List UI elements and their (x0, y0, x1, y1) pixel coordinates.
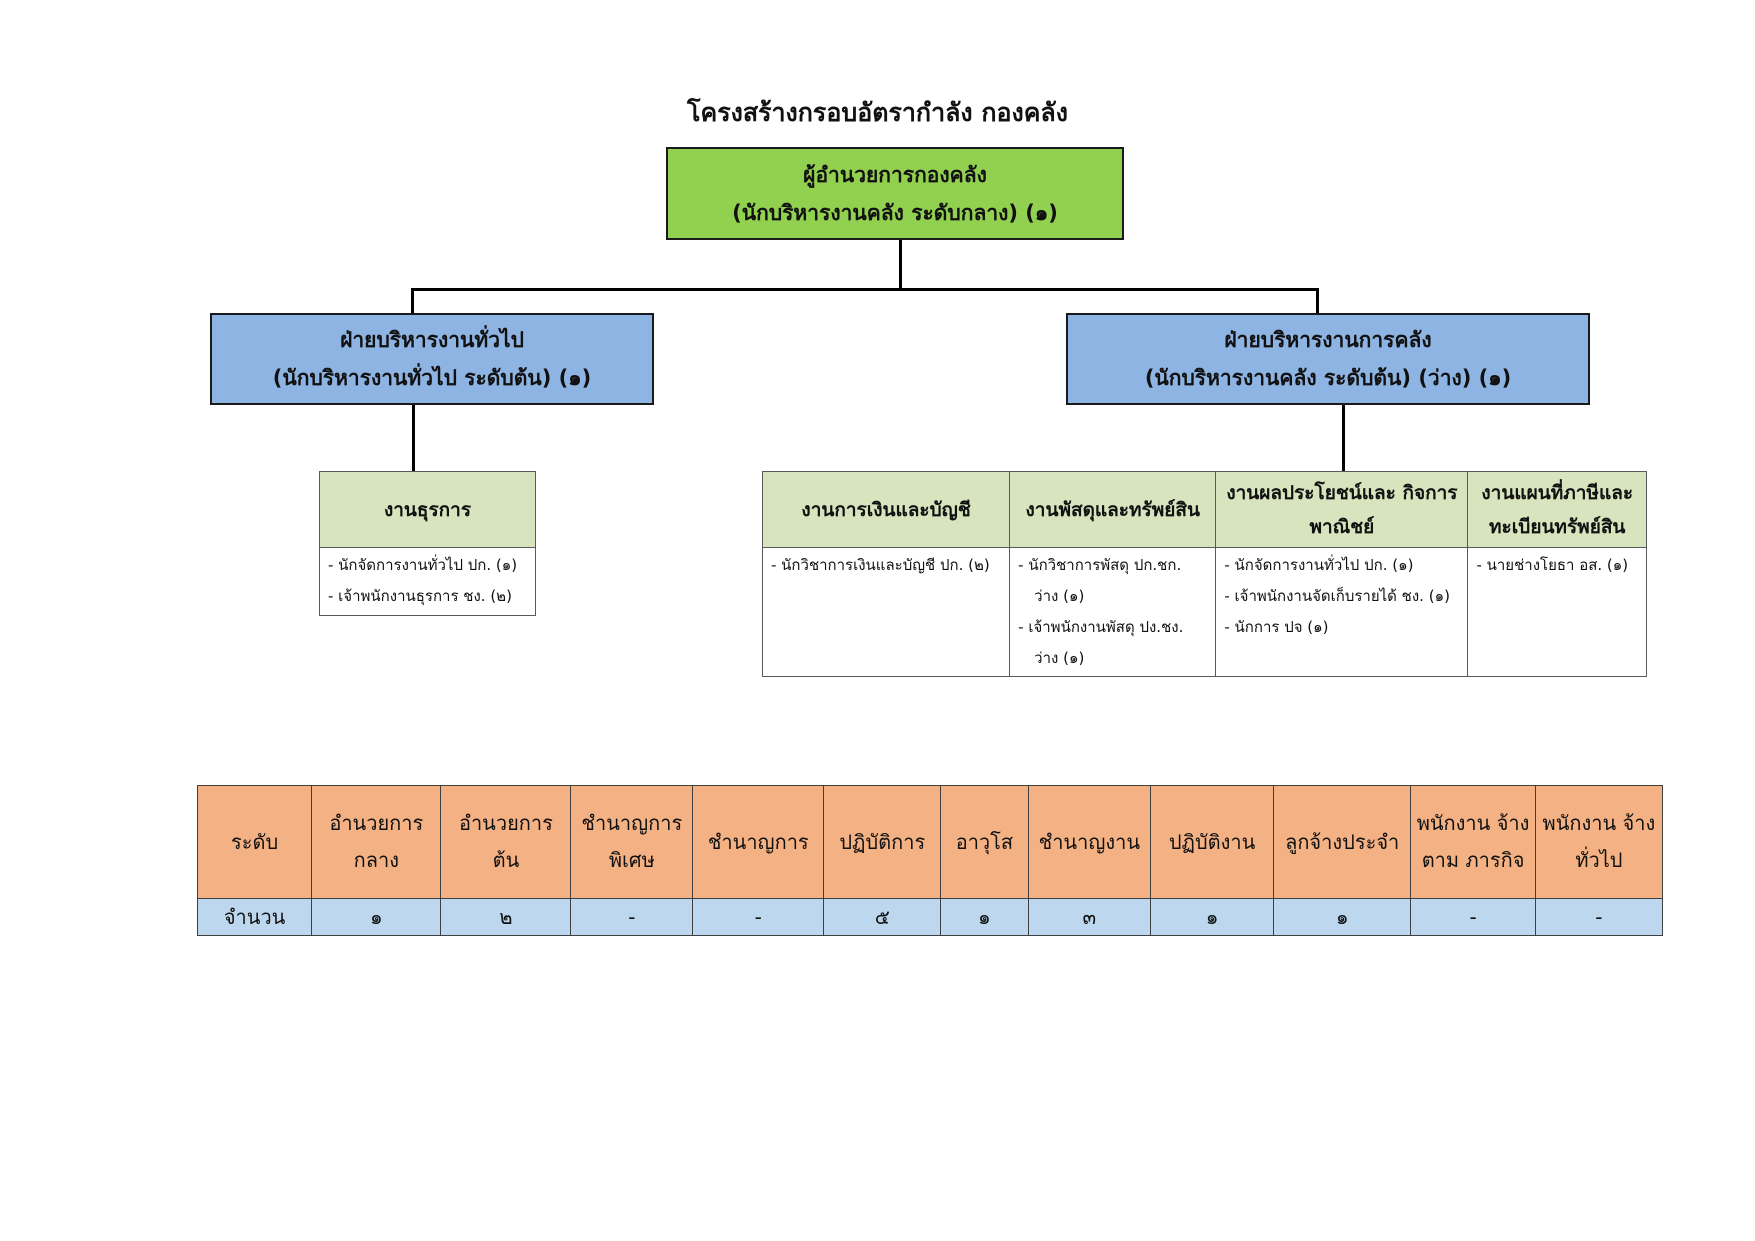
unit-staff-cell: - นักจัดการงานทั่วไป ปก. (๑) - เจ้าพนักง… (319, 547, 536, 616)
staff-item: - นักวิชาการเงินและบัญชี ปก. (๒) (771, 556, 990, 574)
unit-staff-cell: - นักจัดการงานทั่วไป ปก. (๑) - เจ้าพนักง… (1215, 547, 1469, 677)
unit-staff-cell: - นายช่างโยธา อส. (๑) (1467, 547, 1647, 677)
division-name: ฝ่ายบริหารงานทั่วไป (340, 328, 524, 352)
division-position: (นักบริหารงานทั่วไป ระดับต้น) (๑) (272, 366, 592, 390)
director-name: ผู้อำนวยการกองคลัง (803, 162, 987, 187)
level-count: ๑ (940, 898, 1029, 936)
staff-item: - นักวิชาการพัสดุ ปก.ชก. ว่าง (๑) (1018, 556, 1182, 605)
connector-right-drop (1316, 288, 1319, 315)
unit-header: งานแผนที่ภาษีและ ทะเบียนทรัพย์สิน (1467, 471, 1647, 548)
level-header: พนักงาน จ้างตาม ภารกิจ (1410, 785, 1536, 899)
connector-director-down (899, 239, 902, 290)
level-count: - (1410, 898, 1536, 936)
level-header: ชำนาญการ (692, 785, 825, 899)
level-header: อำนวยการ กลาง (311, 785, 442, 899)
director-box: ผู้อำนวยการกองคลัง (นักบริหารงานคลัง ระด… (666, 147, 1124, 240)
level-header: พนักงาน จ้างทั่วไป (1534, 785, 1664, 899)
unit-header: งานพัสดุและทรัพย์สิน (1009, 471, 1217, 548)
division-position: (นักบริหารงานคลัง ระดับต้น) (ว่าง) (๑) (1144, 366, 1512, 390)
staff-item: - เจ้าพนักงานพัสดุ ปง.ชง. ว่าง (๑) (1018, 618, 1184, 667)
connector-left-to-unit (412, 404, 415, 472)
division-box-finance: ฝ่ายบริหารงานการคลัง (นักบริหารงานคลัง ร… (1066, 313, 1590, 405)
staff-item: - นายช่างโยธา อส. (๑) (1476, 556, 1629, 574)
levels-table: ระดับ อำนวยการ กลาง อำนวยการ ต้น ชำนาญกา… (196, 785, 1664, 936)
level-header: ชำนาญงาน (1027, 785, 1152, 899)
level-count: ๒ (440, 898, 572, 936)
unit-staff-cell: - นักวิชาการพัสดุ ปก.ชก. ว่าง (๑) - เจ้า… (1009, 547, 1217, 677)
division-name: ฝ่ายบริหารงานการคลัง (1224, 328, 1432, 352)
level-header: ปฏิบัติการ (823, 785, 942, 899)
unit-staff-cell: - นักวิชาการเงินและบัญชี ปก. (๒) (761, 547, 1011, 677)
staff-item: - นักการ ปจ (๑) (1224, 618, 1329, 636)
chart-title: โครงสร้างกรอบอัตรากำลัง กองคลัง (687, 98, 1068, 127)
level-header: ลูกจ้างประจำ (1273, 785, 1412, 899)
level-count: - (570, 898, 694, 936)
levels-count-label: จำนวน (196, 898, 313, 936)
level-header: ปฏิบัติงาน (1150, 785, 1275, 899)
connector-right-to-units (1342, 404, 1345, 472)
staff-item: - นักจัดการงานทั่วไป ปก. (๑) (1224, 556, 1414, 574)
connector-left-drop (411, 288, 414, 315)
level-count: ๓ (1027, 898, 1152, 936)
staff-item: - เจ้าพนักงานจัดเก็บรายได้ ชง. (๑) (1224, 587, 1450, 605)
unit-header: งานการเงินและบัญชี (761, 471, 1011, 548)
unit-header: งานธุรการ (319, 471, 536, 548)
level-count: ๑ (1273, 898, 1412, 936)
unit-table-finance: งานการเงินและบัญชี งานพัสดุและทรัพย์สิน … (761, 471, 1647, 677)
level-count: ๑ (311, 898, 442, 936)
director-position: (นักบริหารงานคลัง ระดับกลาง) (๑) (732, 200, 1058, 225)
division-box-general: ฝ่ายบริหารงานทั่วไป (นักบริหารงานทั่วไป … (210, 313, 654, 405)
level-count: ๕ (823, 898, 942, 936)
unit-table-general: งานธุรการ - นักจัดการงานทั่วไป ปก. (๑) -… (319, 471, 536, 616)
staff-item: - เจ้าพนักงานธุรการ ชง. (๒) (328, 587, 512, 605)
level-header: อำนวยการ ต้น (440, 785, 572, 899)
connector-horizontal (411, 288, 1319, 291)
level-count: ๑ (1150, 898, 1275, 936)
staff-item: - นักจัดการงานทั่วไป ปก. (๑) (328, 556, 518, 574)
level-header: ชำนาญการ พิเศษ (570, 785, 694, 899)
levels-header-label: ระดับ (196, 785, 313, 899)
level-count: - (1534, 898, 1664, 936)
unit-header: งานผลประโยชน์และ กิจการพาณิชย์ (1215, 471, 1469, 548)
level-count: - (692, 898, 825, 936)
level-header: อาวุโส (940, 785, 1029, 899)
